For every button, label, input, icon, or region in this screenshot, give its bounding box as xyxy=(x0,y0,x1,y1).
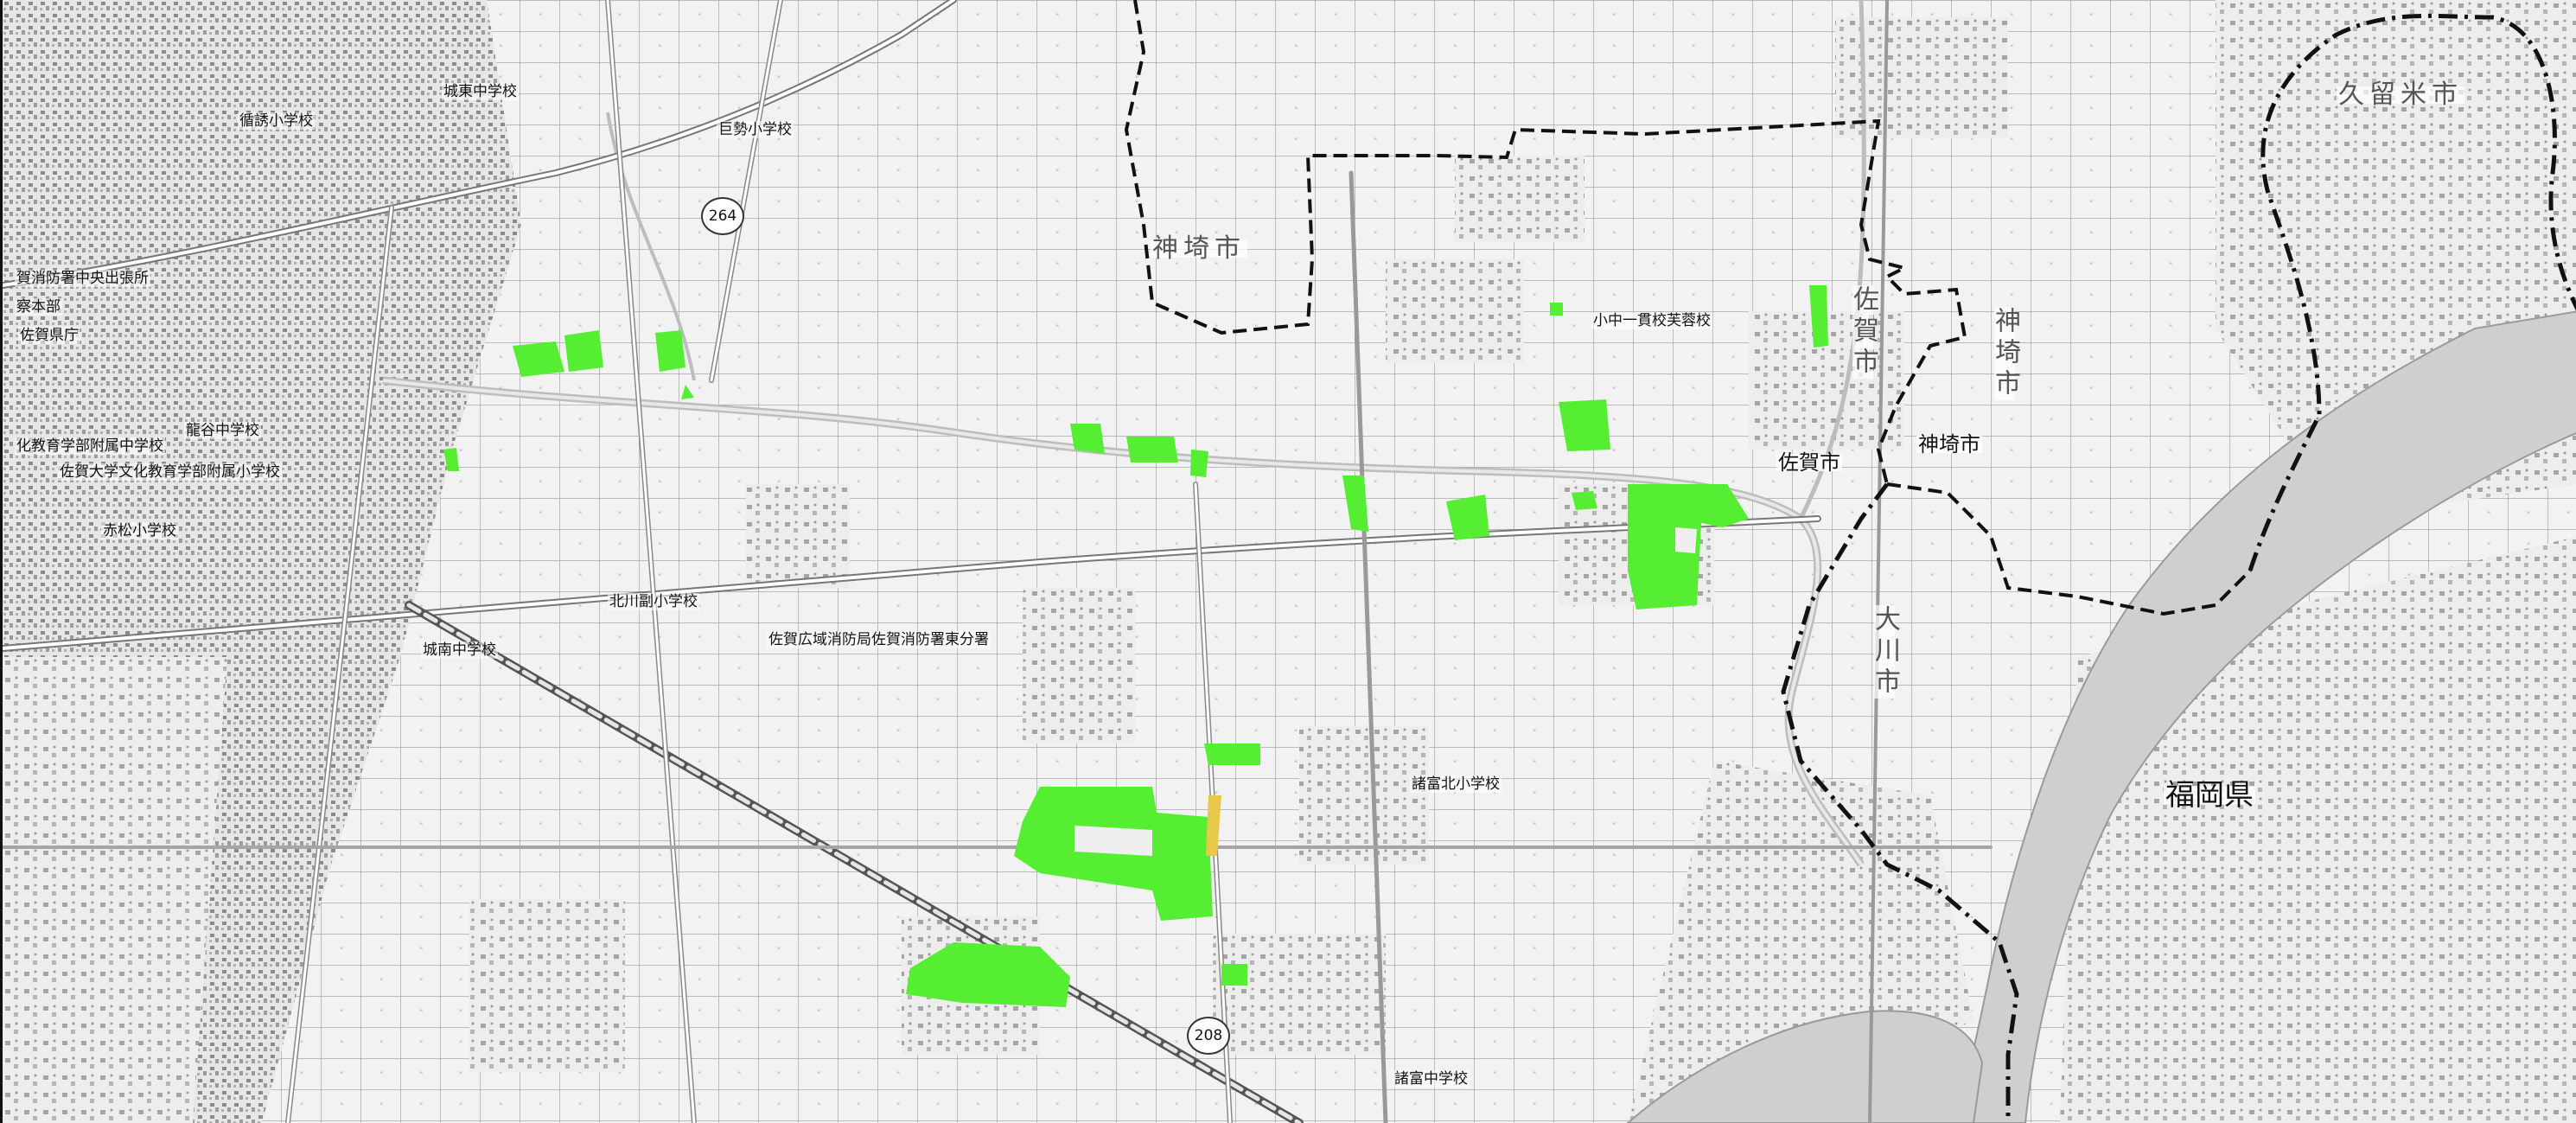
university-elementary-label: 佐賀大学文化教育学部附属小学校 xyxy=(58,463,282,481)
okawa-city-label: 大川市 xyxy=(1870,605,1900,699)
joto-junior-high-label: 城東中学校 xyxy=(442,83,519,100)
fuyo-combined-school-label: 小中一貫校芙蓉校 xyxy=(1591,312,1712,329)
river-inner xyxy=(382,379,1863,866)
morodomi-junior-high-label: 諸富中学校 xyxy=(1393,1070,1470,1088)
road-network xyxy=(3,0,1993,1123)
saga-pref-office-label: 佐賀県庁 xyxy=(18,327,80,344)
ryukoku-junior-high-label: 龍谷中学校 xyxy=(184,422,261,439)
stream-west xyxy=(606,112,696,381)
saga-city-label-small: 佐賀市 xyxy=(1776,450,1842,475)
admin-boundaries xyxy=(1124,0,2576,1123)
route-208-shield: 208 xyxy=(1187,1017,1230,1055)
kanzaki-city-label-small: 神埼市 xyxy=(1916,432,1982,456)
police-hq-label: 察本部 xyxy=(15,298,62,316)
kanzaki-city-label-top: 神埼市 xyxy=(1151,233,1247,264)
jonan-junior-high-label: 城南中学校 xyxy=(421,641,498,659)
morodomi-kita-elementary-label: 諸富北小学校 xyxy=(1410,775,1502,793)
okawa-boundary xyxy=(1886,482,2252,616)
saga-city-vertical-label: 佐賀市 xyxy=(1848,285,1878,379)
route-264-shield: 264 xyxy=(701,197,744,235)
kose-elementary-label: 巨勢小学校 xyxy=(717,121,794,138)
prefecture-boundary xyxy=(1781,13,2576,1123)
map-base: " xyxy=(3,0,2576,1123)
junshi-elementary-label: 循誘小学校 xyxy=(238,112,315,130)
hayatsue-river xyxy=(1626,1010,1984,1123)
chikugo-river xyxy=(1954,310,2576,1123)
akamatsu-elementary-label: 赤松小学校 xyxy=(101,522,178,539)
university-junior-high-label: 化教育学部附属中学校 xyxy=(15,437,165,455)
central-fire-station-label: 賀消防署中央出張所 xyxy=(15,270,150,287)
highlighted-parcels xyxy=(443,285,1828,1007)
kurume-city-label: 久留米市 xyxy=(2337,80,2464,110)
kanzaki-city-vertical-label: 神埼市 xyxy=(1990,307,2020,400)
kitakawazoe-elementary-label: 北川副小学校 xyxy=(608,593,699,610)
fukuoka-prefecture-label: 福岡県 xyxy=(2164,778,2255,813)
saga-east-fire-station-label: 佐賀広域消防局佐賀消防署東分署 xyxy=(767,631,991,648)
kanzaki-boundary-top xyxy=(1124,0,1967,485)
west-urban-area-south xyxy=(3,657,227,1123)
